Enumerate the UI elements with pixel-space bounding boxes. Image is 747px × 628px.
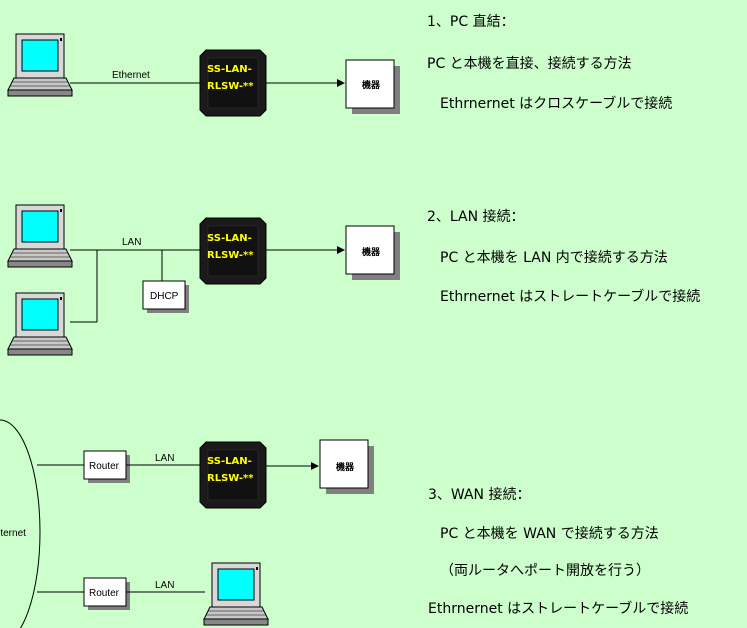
section-desc-line2: （両ルータへポート開放を行う） <box>440 563 650 579</box>
section-1-diagram: Ethernet SS-LAN- RLSW-** 機器 1、PC 直結： PC … <box>7 13 672 117</box>
device-label-line1: SS-LAN- <box>207 233 252 244</box>
device-label-line1: SS-LAN- <box>207 64 252 75</box>
section-heading: 2、LAN 接続： <box>427 208 525 225</box>
section-desc-line1: PC と本機を直接、接続する方法 <box>427 55 632 72</box>
device-label-line2: RLSW-** <box>207 473 254 484</box>
section-desc-line2: Ethrnernet はクロスケーブルで接続 <box>440 95 672 112</box>
laptop-icon <box>7 292 73 356</box>
router-label: Router <box>89 588 120 599</box>
link-label: LAN <box>122 237 141 248</box>
equipment-label: 機器 <box>336 461 355 473</box>
router-label: Router <box>89 461 120 472</box>
link-label: LAN <box>155 453 174 464</box>
section-3-diagram: Internet Router LAN SS-LAN- RLSW-** 機器 R… <box>0 419 688 628</box>
link-label: Ethernet <box>112 70 150 81</box>
internet-label: Internet <box>0 528 26 539</box>
section-desc-line1: PC と本機を WAN で接続する方法 <box>440 525 659 542</box>
dhcp-label: DHCP <box>150 291 179 302</box>
link-label: LAN <box>155 580 174 591</box>
section-2-diagram: LAN DHCP SS-LAN- RLSW-** 機器 2、LAN 接続： PC… <box>7 204 700 356</box>
equipment-label: 機器 <box>362 79 381 91</box>
laptop-icon <box>7 204 73 268</box>
section-desc-line3: Ethrnernet はストレートケーブルで接続 <box>428 600 688 617</box>
device-label-line2: RLSW-** <box>207 81 254 92</box>
device-label-line1: SS-LAN- <box>207 456 252 467</box>
equipment-label: 機器 <box>362 246 381 258</box>
device-label-line2: RLSW-** <box>207 250 254 261</box>
section-desc-line2: Ethrnernet はストレートケーブルで接続 <box>440 288 700 305</box>
internet-cloud <box>0 419 41 628</box>
laptop-icon <box>203 562 269 626</box>
laptop-icon <box>7 33 73 97</box>
section-heading: 3、WAN 接続： <box>428 486 530 503</box>
section-desc-line1: PC と本機を LAN 内で接続する方法 <box>440 249 668 266</box>
section-heading: 1、PC 直結： <box>427 13 515 30</box>
